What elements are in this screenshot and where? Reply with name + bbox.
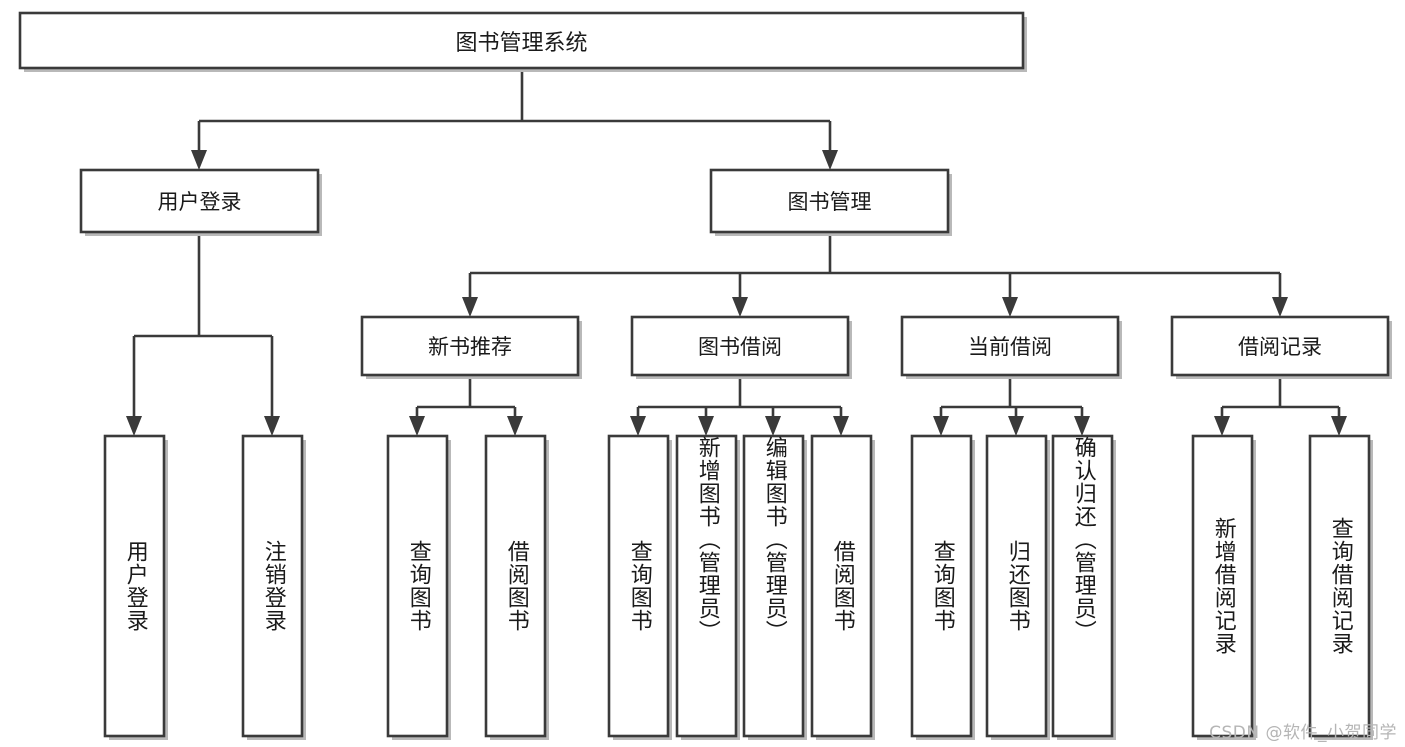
node-leaf-borrow-book-1[interactable]	[484, 434, 549, 740]
node-new-book-recommend[interactable]	[360, 315, 582, 379]
arrow-user-login-l1	[126, 416, 142, 436]
connector-group-user-login	[126, 232, 280, 436]
node-current-borrow[interactable]	[900, 315, 1122, 379]
connector-group-current-borrow	[933, 375, 1090, 436]
node-leaf-add-book[interactable]	[675, 434, 740, 740]
node-leaf-user-logout[interactable]	[241, 434, 306, 740]
arrow-bb-l3	[765, 416, 781, 436]
arrow-cb-l3	[1074, 416, 1090, 436]
node-leaf-query-record[interactable]	[1308, 434, 1373, 740]
node-leaf-edit-book[interactable]	[742, 434, 807, 740]
arrow-bm-c2	[732, 297, 748, 317]
arrow-br-l2	[1331, 416, 1347, 436]
arrow-bm-c4	[1272, 297, 1288, 317]
node-leaf-query-book-2[interactable]	[607, 434, 672, 740]
arrow-cb-l2	[1008, 416, 1024, 436]
arrow-cb-l1	[933, 416, 949, 436]
arrow-bm-c1	[462, 297, 478, 317]
connector-group-new-book-recommend	[409, 375, 523, 436]
arrow-root-to-user-login	[191, 150, 207, 170]
arrow-bb-l2	[698, 416, 714, 436]
node-leaf-borrow-book-2[interactable]	[810, 434, 875, 740]
node-book-borrow[interactable]	[630, 315, 852, 379]
node-leaf-confirm-return[interactable]	[1051, 434, 1116, 740]
connector-group-root	[191, 68, 838, 170]
node-leaf-query-book-1[interactable]	[386, 434, 451, 740]
node-leaf-query-book-3[interactable]	[910, 434, 975, 740]
node-leaf-return-book[interactable]	[985, 434, 1050, 740]
csdn-watermark: CSDN @软件_小贺同学	[1209, 723, 1397, 743]
connector-group-borrow-record	[1214, 375, 1347, 436]
arrow-root-to-book-manage	[822, 150, 838, 170]
arrow-nbr-l1	[409, 416, 425, 436]
node-leaf-user-login[interactable]	[103, 434, 168, 740]
arrow-br-l1	[1214, 416, 1230, 436]
connector-group-book-manage	[462, 232, 1288, 317]
arrow-bm-c3	[1002, 297, 1018, 317]
node-borrow-record[interactable]	[1170, 315, 1392, 379]
connector-group-book-borrow	[630, 375, 849, 436]
node-leaf-add-record[interactable]	[1191, 434, 1256, 740]
arrow-bb-l4	[833, 416, 849, 436]
node-root[interactable]	[18, 11, 1027, 72]
arrow-user-login-l2	[264, 416, 280, 436]
node-user-login[interactable]	[79, 168, 322, 236]
arrow-bb-l1	[630, 416, 646, 436]
node-book-manage[interactable]	[709, 168, 952, 236]
arrow-nbr-l2	[507, 416, 523, 436]
